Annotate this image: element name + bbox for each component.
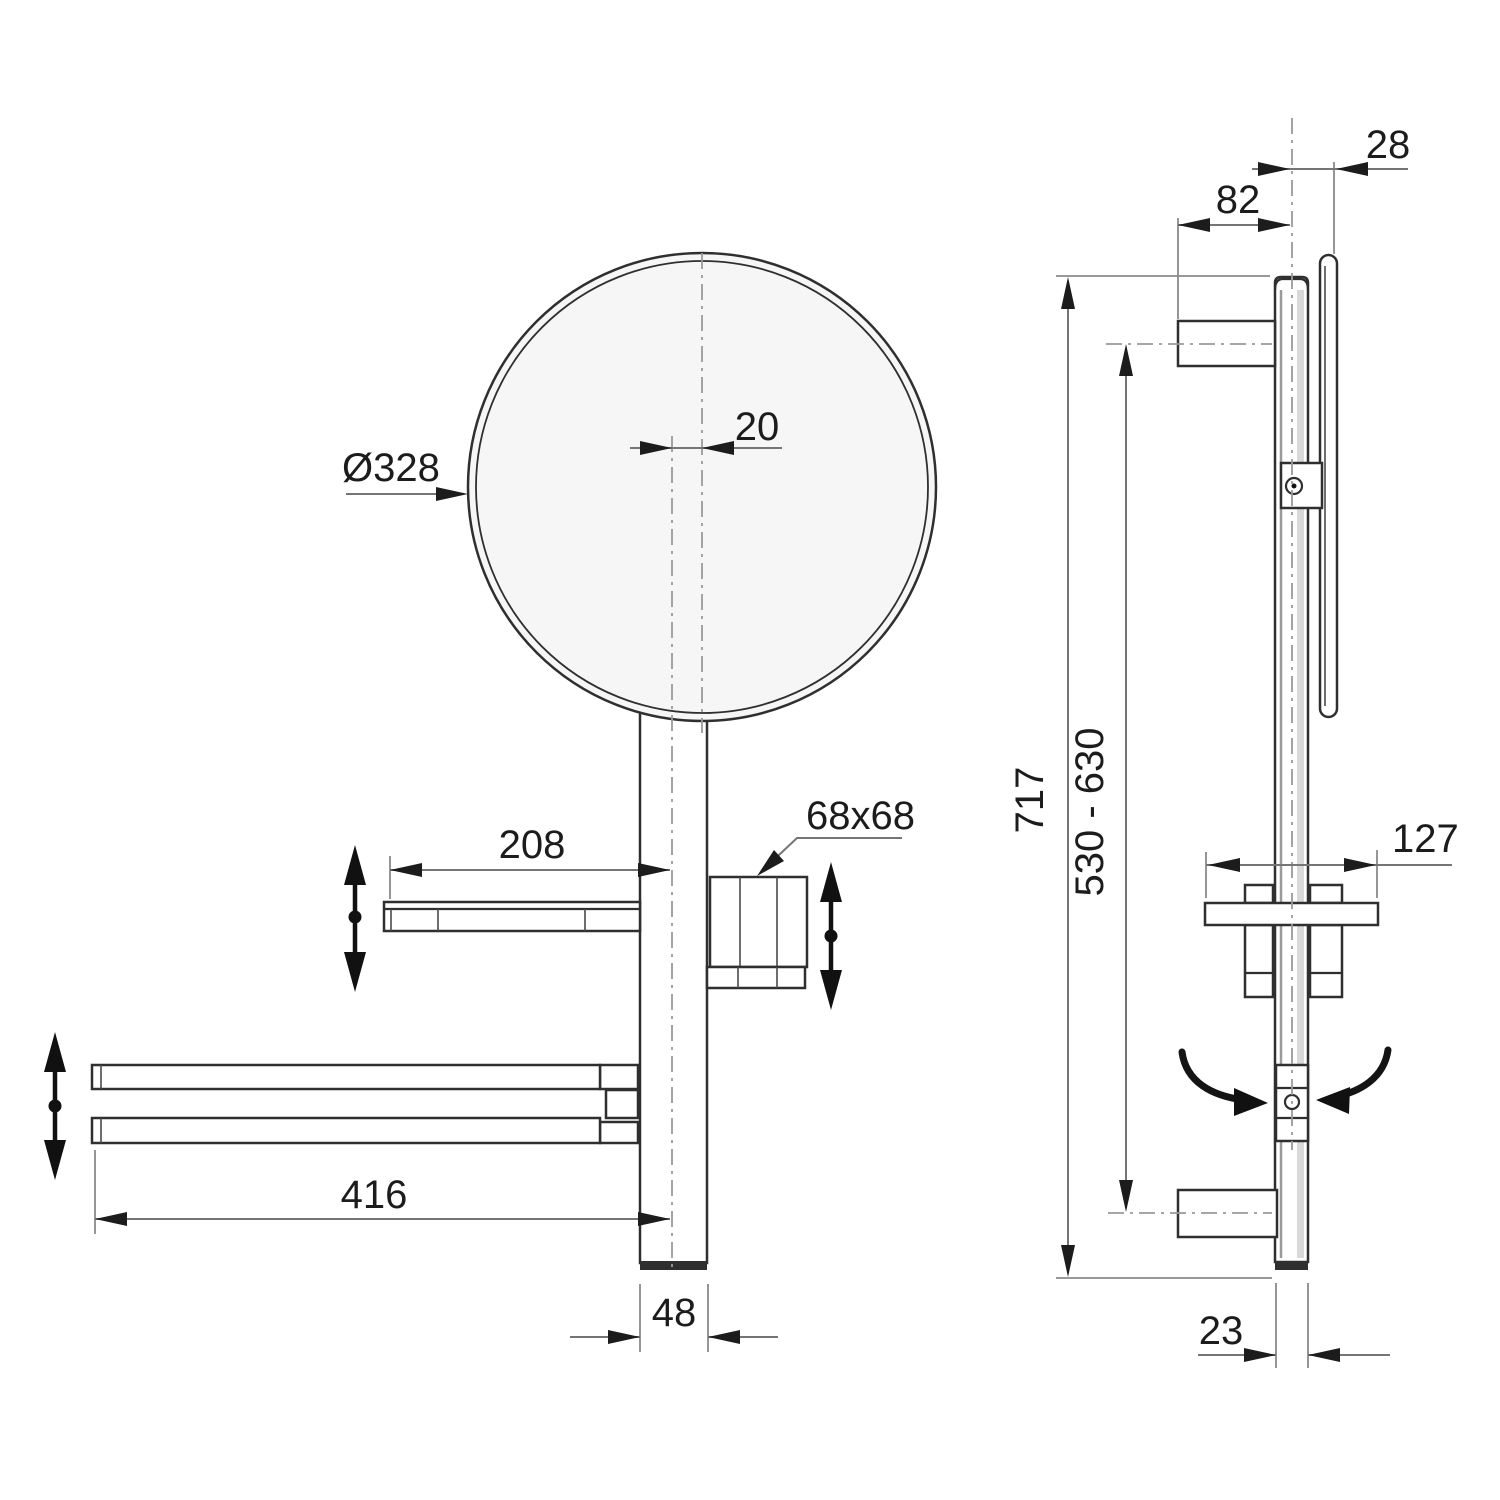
mirror-to-post-label: 28 <box>1366 123 1411 167</box>
front-towel-bars <box>90 1063 640 1145</box>
front-view: Ø328 20 208 68x68 416 <box>44 251 938 1352</box>
dim-side-total-height: 717 <box>1008 275 1272 1279</box>
shelf-width-label: 208 <box>499 823 566 867</box>
label-basket-size: 68x68 <box>757 794 915 876</box>
mirror-diameter-label: Ø328 <box>342 446 440 490</box>
basket-size-label: 68x68 <box>806 794 915 838</box>
dim-side-post-depth: 23 <box>1198 1283 1390 1368</box>
shelf-depth-label: 127 <box>1392 817 1459 861</box>
front-basket <box>705 875 809 990</box>
total-height-label: 717 <box>1008 767 1052 834</box>
side-mirror-clamp <box>1279 461 1324 510</box>
dim-front-shelf-width: 208 <box>389 823 670 899</box>
post-width-label: 48 <box>652 1291 697 1335</box>
adjust-arrow-towel-bars <box>44 1032 66 1180</box>
front-centerlines <box>671 253 703 1268</box>
adjust-arrow-basket <box>820 862 842 1010</box>
dim-side-bracket-depth: 82 <box>1177 178 1290 319</box>
post-depth-label: 23 <box>1199 1309 1244 1353</box>
dim-side-shelf-depth: 127 <box>1205 817 1459 898</box>
bracket-depth-label: 82 <box>1216 178 1261 222</box>
bracket-span-label: 530 - 630 <box>1068 727 1112 896</box>
dim-front-post-width: 48 <box>570 1284 778 1352</box>
side-shelf <box>1203 883 1380 999</box>
side-bottom-bracket <box>1108 1188 1279 1239</box>
dim-side-bracket-span: 530 - 630 <box>1068 344 1133 1212</box>
dim-side-mirror-to-post: 28 <box>1252 123 1410 254</box>
dim-front-mirror-diameter: Ø328 <box>342 446 468 501</box>
mirror-offset-label: 20 <box>735 405 780 449</box>
front-post <box>638 701 709 1270</box>
side-view: 28 82 717 530 - 630 <box>1008 118 1459 1368</box>
swivel-arrow <box>1178 1046 1392 1116</box>
adjust-arrow-shelf <box>344 845 366 992</box>
side-mirror-disc <box>1318 253 1339 719</box>
front-shelf <box>382 900 642 933</box>
side-top-bracket <box>1106 319 1277 368</box>
dim-front-mirror-offset: 20 <box>630 405 782 455</box>
side-pivot-joint <box>1274 1063 1310 1143</box>
towel-bar-length-label: 416 <box>341 1173 408 1217</box>
dim-front-bar-length: 416 <box>94 1150 670 1234</box>
